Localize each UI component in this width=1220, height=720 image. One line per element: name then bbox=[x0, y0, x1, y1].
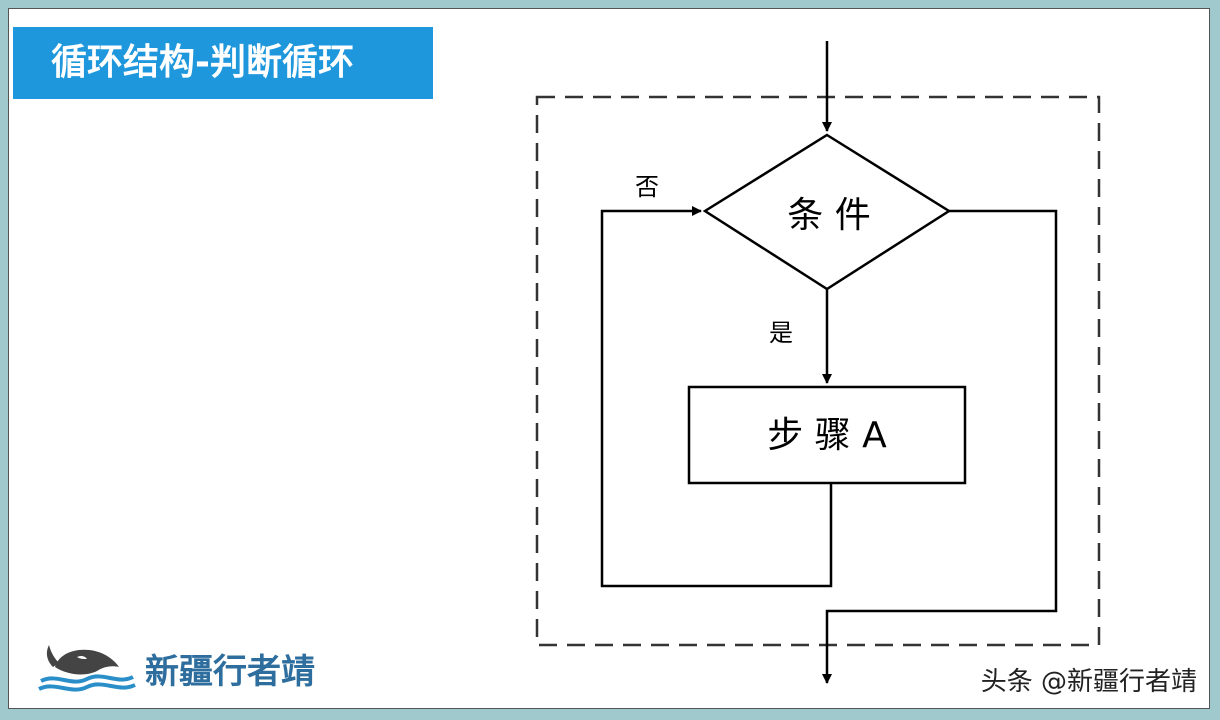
slide-title: 循环结构-判断循环 bbox=[51, 42, 354, 83]
condition-label: 条 件 bbox=[787, 195, 870, 236]
watermark: 头条 @新疆行者靖 bbox=[980, 667, 1197, 697]
loop-back-path bbox=[600, 206, 833, 588]
title-banner: 循环结构-判断循环 bbox=[13, 27, 433, 99]
step-box bbox=[687, 385, 967, 485]
slide: 循环结构-判断循环 条 件 是 步 骤 A 否 bbox=[8, 8, 1210, 709]
loop-boundary bbox=[535, 95, 1101, 647]
yes-label: 是 bbox=[769, 319, 793, 347]
step-label: 步 骤 A bbox=[767, 415, 887, 456]
exit-path bbox=[822, 209, 1058, 684]
loop-flowchart: 条 件 是 步 骤 A 否 bbox=[535, 41, 1101, 684]
whale-logo-icon bbox=[37, 637, 137, 697]
no-label: 否 bbox=[635, 173, 659, 201]
brand-name: 新疆行者靖 bbox=[145, 652, 315, 692]
